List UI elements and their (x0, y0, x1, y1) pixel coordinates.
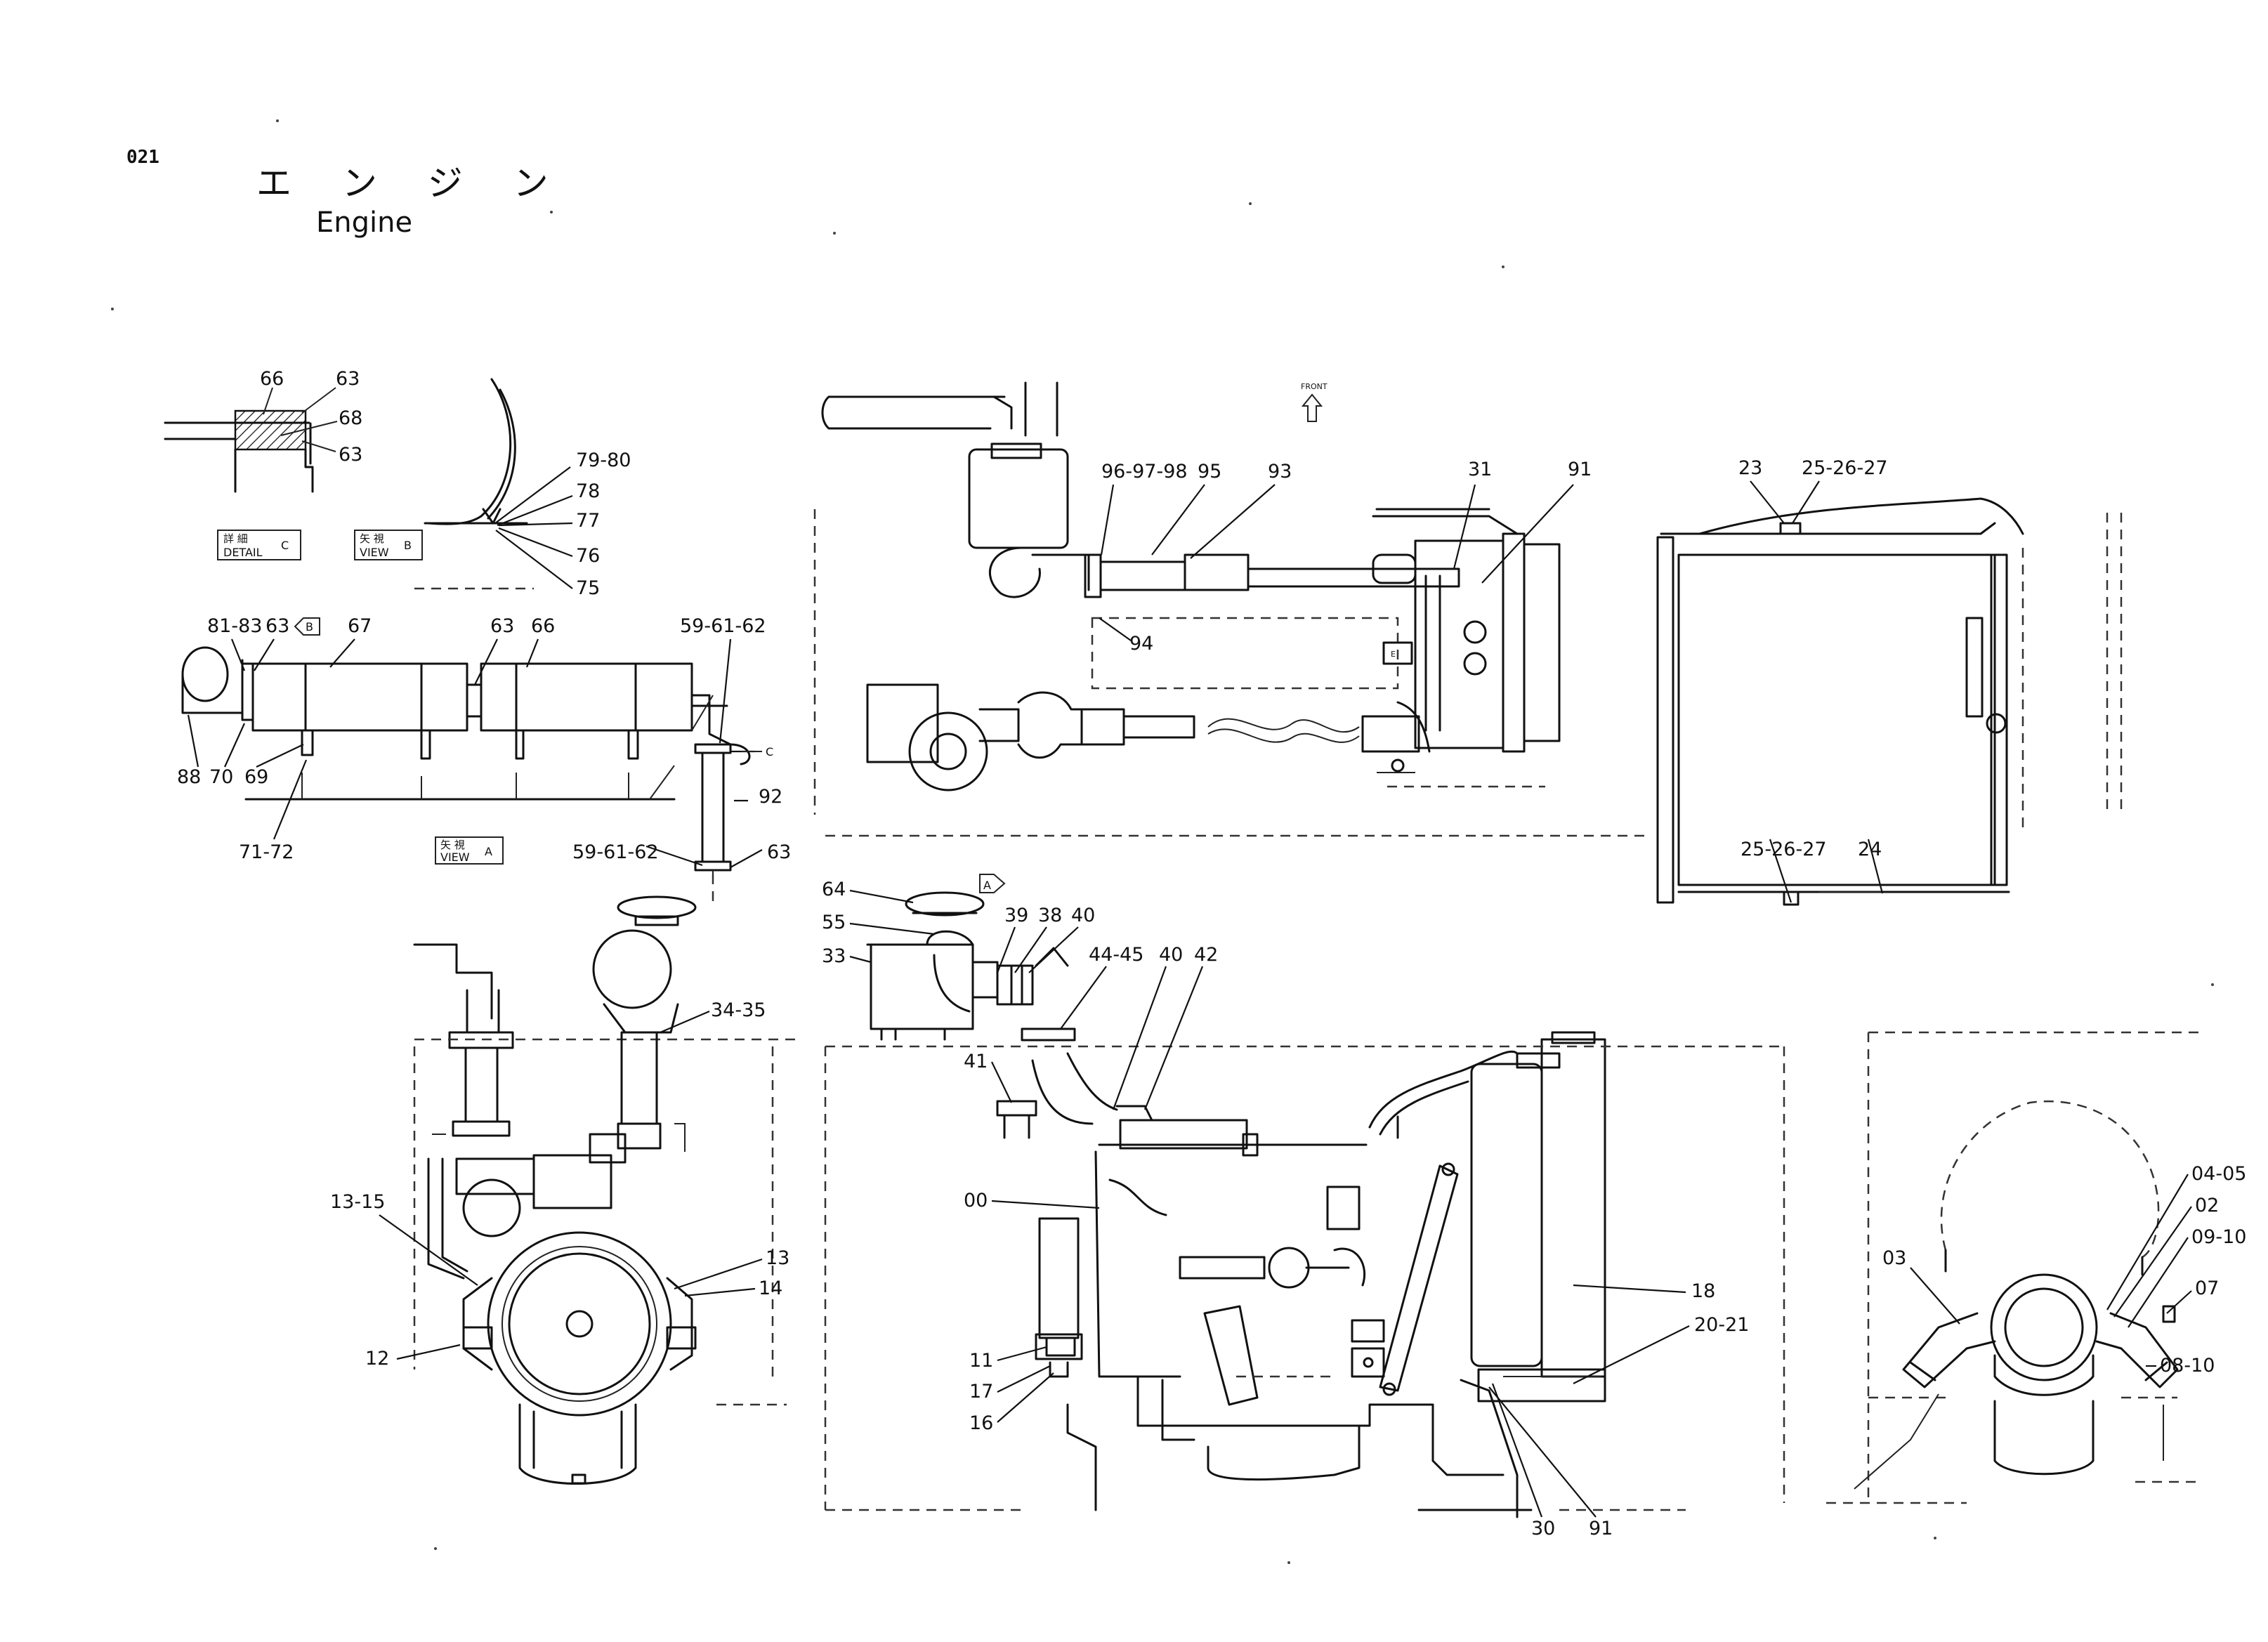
callout-20-21: 20-21 (1694, 1314, 1749, 1336)
detail-c-tag: 詳 細 DETAIL C (217, 530, 301, 560)
front-arrow: FRONT (1301, 382, 1328, 422)
callout-40-b: 40 (1159, 944, 1183, 966)
callout-04-05: 04-05 (2191, 1163, 2246, 1185)
callout-63-detail-top: 63 (336, 368, 360, 390)
callout-00: 00 (964, 1190, 988, 1211)
callout-63-muffler-mid: 63 (490, 615, 514, 637)
callout-63-muffler-left: 63 (266, 615, 289, 637)
callout-93: 93 (1268, 461, 1292, 482)
callout-63-bottom: 63 (767, 841, 791, 863)
callout-59-61-62-bottom: 59-61-62 (572, 841, 659, 863)
callout-30: 30 (1531, 1518, 1555, 1539)
callout-38: 38 (1038, 905, 1062, 926)
view-c-arrow-marker: C (741, 745, 773, 758)
callout-88: 88 (177, 766, 201, 788)
callout-75: 75 (576, 577, 600, 599)
callout-76: 76 (576, 545, 600, 567)
view-b-arrow-marker: B (294, 617, 320, 636)
callout-23: 23 (1738, 457, 1762, 479)
callout-39: 39 (1004, 905, 1028, 926)
callout-16: 16 (969, 1412, 993, 1434)
callout-94: 94 (1129, 633, 1153, 655)
svg-text:DETAIL: DETAIL (223, 546, 263, 559)
callout-13: 13 (766, 1247, 789, 1269)
engine-side-view (824, 891, 1785, 1518)
callout-66-detail: 66 (260, 368, 284, 390)
callout-68: 68 (339, 407, 362, 429)
engine-front-view (413, 895, 801, 1485)
callout-92: 92 (759, 786, 782, 808)
svg-text:B: B (306, 620, 313, 633)
callout-18: 18 (1691, 1280, 1715, 1302)
callout-63-detail: 63 (339, 444, 362, 466)
callout-44-45: 44-45 (1089, 944, 1143, 966)
callout-91-top: 91 (1568, 459, 1592, 480)
muffler-assembly (181, 646, 751, 906)
svg-text:VIEW: VIEW (440, 850, 470, 864)
callout-71-72: 71-72 (239, 841, 294, 863)
svg-text:A: A (485, 845, 492, 858)
callout-25-26-27-bottom: 25-26-27 (1741, 839, 1827, 860)
page-number: 021 (126, 147, 159, 168)
callout-25-26-27-top: 25-26-27 (1802, 457, 1888, 479)
svg-text:C: C (281, 539, 289, 552)
callout-59-61-62-top: 59-61-62 (680, 615, 766, 637)
callout-33: 33 (822, 945, 846, 967)
callout-66-muffler: 66 (531, 615, 555, 637)
e-marker: E (1391, 650, 1396, 659)
callout-12: 12 (365, 1348, 389, 1370)
svg-text:B: B (404, 539, 412, 552)
callout-91-bottom: 91 (1589, 1518, 1613, 1539)
radiator-side-view (1656, 497, 2123, 906)
engine-rear-view (1826, 1031, 2205, 1504)
callout-31: 31 (1468, 459, 1492, 480)
view-a-tag: 矢 視 VIEW A (435, 836, 504, 865)
engine-top-view: E (813, 381, 1651, 837)
callout-79-80: 79-80 (576, 449, 631, 471)
callout-17: 17 (969, 1381, 993, 1403)
callout-24: 24 (1858, 839, 1882, 860)
callout-77: 77 (576, 510, 600, 532)
detail-c-drawing (164, 387, 338, 493)
svg-text:矢 視: 矢 視 (440, 839, 465, 851)
scan-specks (111, 119, 2214, 1564)
view-b-drawing (414, 378, 573, 590)
callout-07: 07 (2195, 1278, 2219, 1299)
view-a-arrow-marker: A (979, 874, 1006, 893)
title-english: Engine (316, 206, 412, 239)
callout-95: 95 (1198, 461, 1221, 482)
svg-text:FRONT: FRONT (1301, 382, 1328, 391)
callout-42: 42 (1194, 944, 1218, 966)
callout-78: 78 (576, 480, 600, 502)
svg-text:C: C (766, 745, 773, 758)
callout-70: 70 (209, 766, 233, 788)
svg-text:詳 細: 詳 細 (223, 532, 248, 545)
svg-text:VIEW: VIEW (360, 546, 389, 559)
callout-69: 69 (244, 766, 268, 788)
title-japanese: エ ン ジ ン (256, 163, 568, 204)
callout-02: 02 (2195, 1195, 2219, 1216)
callout-13-15: 13-15 (330, 1191, 385, 1213)
svg-text:矢 視: 矢 視 (360, 532, 384, 545)
callout-34-35: 34-35 (711, 999, 766, 1021)
svg-text:A: A (983, 879, 991, 892)
callout-03: 03 (1882, 1247, 1906, 1269)
callout-09-10: 09-10 (2191, 1226, 2246, 1248)
callout-40-a: 40 (1071, 905, 1095, 926)
callout-08-10: 08-10 (2160, 1355, 2215, 1377)
callout-81-83: 81-83 (207, 615, 262, 637)
callout-11: 11 (969, 1350, 993, 1372)
callout-64: 64 (822, 879, 846, 900)
callout-41: 41 (964, 1051, 988, 1072)
callout-14: 14 (759, 1278, 782, 1299)
callout-55: 55 (822, 912, 846, 933)
callout-67: 67 (348, 615, 372, 637)
view-b-tag: 矢 視 VIEW B (354, 530, 423, 560)
callout-96-97-98: 96-97-98 (1101, 461, 1188, 482)
